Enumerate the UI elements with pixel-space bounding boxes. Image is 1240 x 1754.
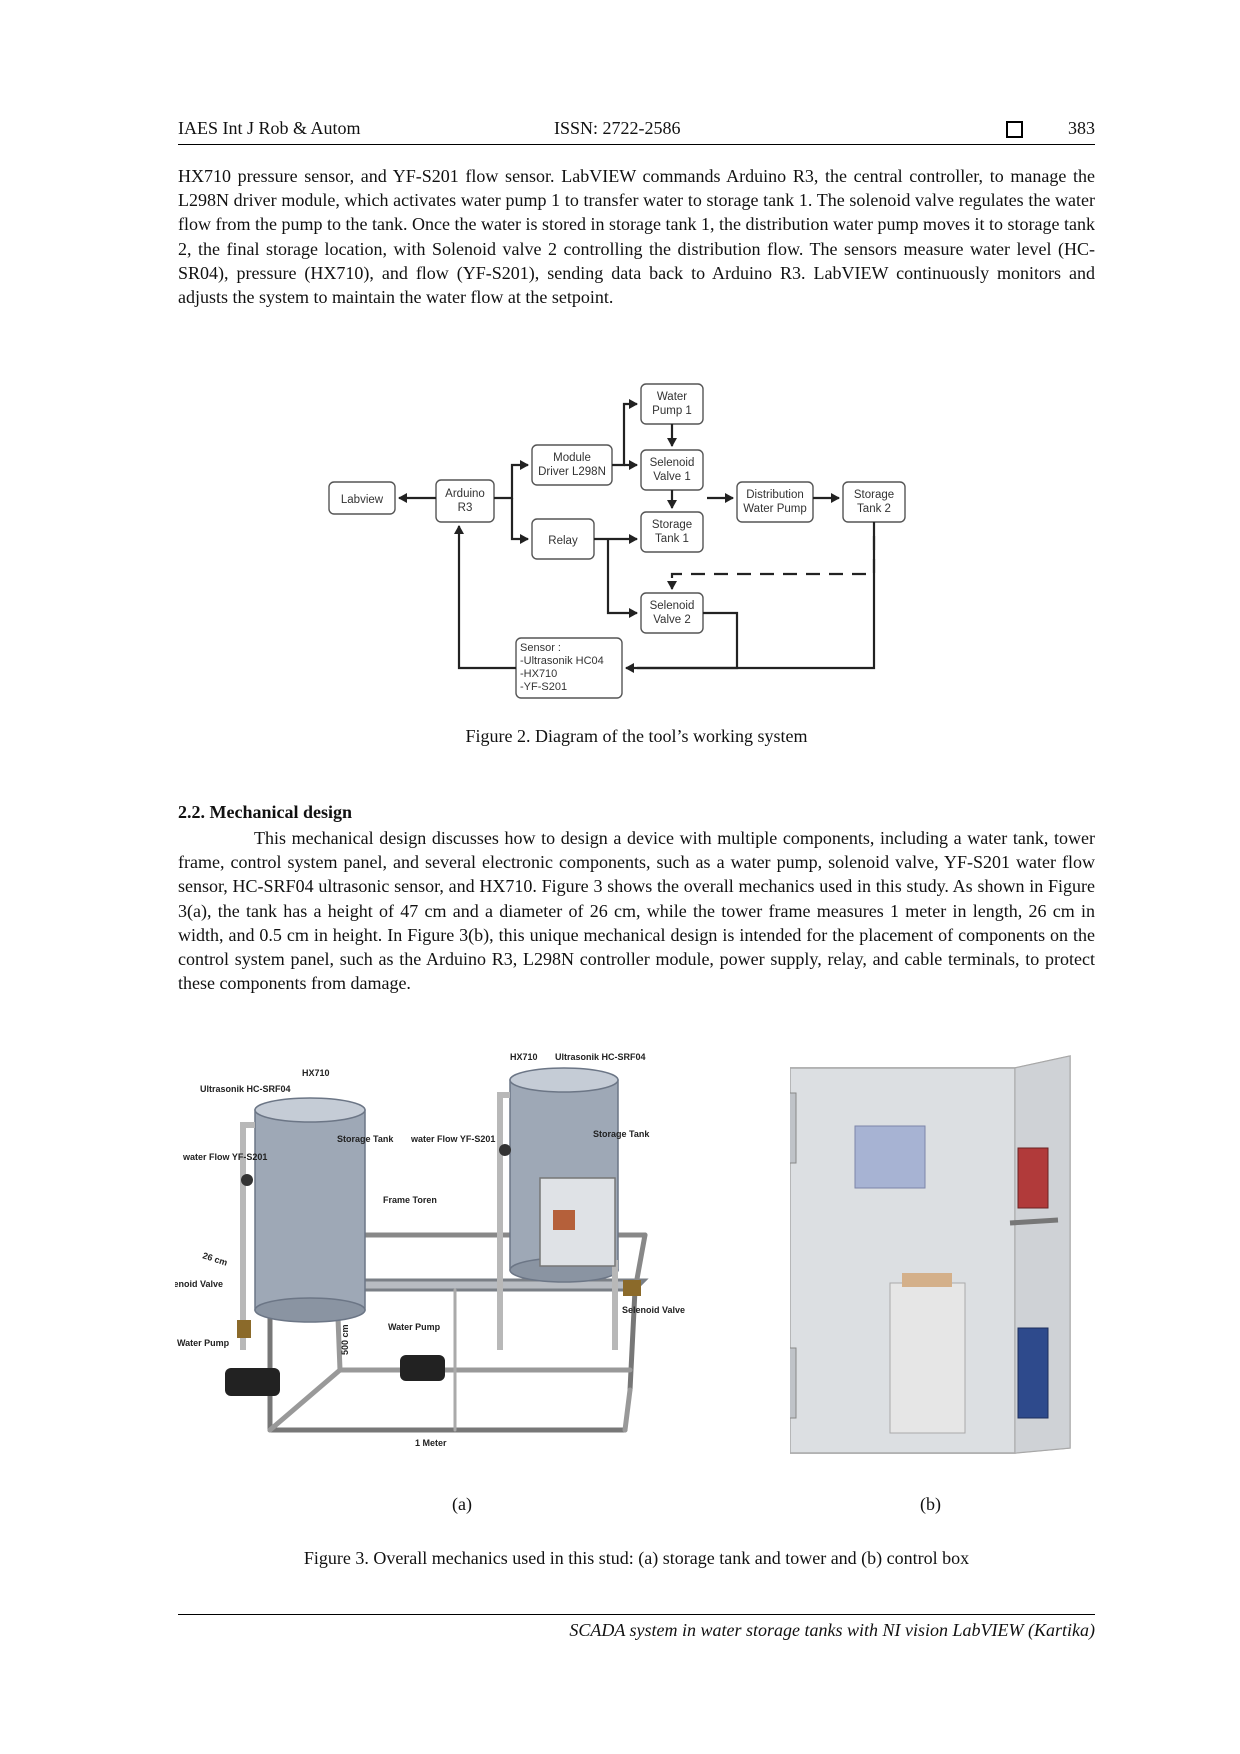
sensor-label: Sensor : [520, 642, 561, 654]
issn: ISSN: 2722-2586 [554, 118, 681, 138]
label-storage-tank-left: Storage Tank [337, 1134, 394, 1144]
pump1-label: Water [657, 391, 687, 403]
sensor-label-2: -Ultrasonik HC04 [520, 655, 604, 667]
tank1-label: Storage [652, 519, 692, 531]
left-solenoid [237, 1320, 251, 1338]
figure3-caption: Figure 3. Overall mechanics used in this… [303, 1548, 970, 1568]
arduino-label-2: R3 [458, 502, 473, 514]
tank1-label-2: Tank 1 [655, 533, 689, 545]
label-waterflow-left: water Flow YF-S201 [182, 1152, 267, 1162]
footer-rule [178, 1614, 1095, 1615]
sensor-label-3: -HX710 [520, 668, 557, 680]
arduino-label: Arduino [445, 488, 485, 500]
label-water-pump-center: Water Pump [388, 1322, 441, 1332]
relay-label: Relay [548, 535, 578, 547]
label-storage-tank-right: Storage Tank [593, 1129, 650, 1139]
figure3a-illustration: Ultrasonik HC-SRF04 HX710 HX710 Ultrason… [175, 1052, 685, 1448]
right-solenoid [623, 1280, 641, 1296]
solenoid-valve1-box [640, 449, 704, 491]
label-hx710-left: HX710 [302, 1068, 330, 1078]
figure3a-sublabel: (a) [452, 1494, 472, 1514]
center-water-pump [400, 1355, 445, 1381]
running-header: IAES Int J Rob & Autom ISSN: 2722-2586 3… [178, 118, 1095, 145]
label-waterflow-right: water Flow YF-S201 [410, 1134, 495, 1144]
labview-label: Labview [341, 494, 384, 506]
label-ultrasonik-right: Ultrasonik HC-SRF04 [555, 1052, 646, 1062]
storage-tank2-box [842, 481, 906, 523]
label-hx710-right: HX710 [510, 1052, 538, 1062]
page-number: 383 [1068, 118, 1095, 138]
tank2-label: Storage [854, 489, 894, 501]
figure3b-control-box [790, 1055, 1071, 1454]
module-label-2: Driver L298N [538, 466, 606, 478]
module-driver-box [531, 444, 613, 486]
figure2-diagram: Labview Arduino R3 Module Driver L298N R… [328, 383, 906, 699]
figure3b-sublabel: (b) [920, 1494, 941, 1514]
storage-tank1-box [640, 511, 704, 553]
figure2-caption: Figure 2. Diagram of the tool’s working … [465, 726, 808, 746]
pump1-label-2: Pump 1 [652, 405, 692, 417]
valve2-label-2: Valve 2 [653, 614, 691, 626]
valve2-label: Selenoid [650, 600, 695, 612]
valve1-label-2: Valve 1 [653, 471, 691, 483]
journal-name: IAES Int J Rob & Autom [178, 118, 361, 138]
label-frame-toren: Frame Toren [383, 1195, 437, 1205]
section-paragraph: This mechanical design discusses how to … [178, 828, 1095, 994]
running-footer: SCADA system in water storage tanks with… [569, 1620, 1095, 1640]
label-dim-1m: 1 Meter [415, 1438, 447, 1448]
valve1-label: Selenoid [650, 457, 695, 469]
sensor-label-4: -YF-S201 [520, 681, 567, 693]
dpump-label-2: Water Pump [743, 503, 806, 515]
dpump-label: Distribution [746, 489, 804, 501]
label-dim-26: 26 cm [201, 1250, 228, 1267]
square-icon [1006, 121, 1023, 138]
label-water-pump-left: Water Pump [177, 1338, 230, 1348]
module-label: Module [553, 452, 591, 464]
left-water-pump [225, 1368, 280, 1396]
label-dim-500: 500 cm [340, 1324, 350, 1355]
label-solenoid-right: Selenoid Valve [622, 1305, 685, 1315]
section-heading: 2.2. Mechanical design [178, 802, 352, 822]
labview-box [328, 481, 396, 515]
mini-control-box [539, 1177, 616, 1267]
water-pump1-box [640, 383, 704, 425]
intro-paragraph: HX710 pressure sensor, and YF-S201 flow … [178, 166, 1095, 308]
tank2-label-2: Tank 2 [857, 503, 891, 515]
solenoid-valve2-box [640, 592, 704, 634]
distribution-pump-box [736, 481, 814, 523]
label-solenoid-left: Selenoid Valve [175, 1279, 223, 1289]
left-storage-tank [254, 1097, 366, 1323]
arduino-box [435, 479, 495, 523]
label-ultrasonik-left: Ultrasonik HC-SRF04 [200, 1084, 291, 1094]
